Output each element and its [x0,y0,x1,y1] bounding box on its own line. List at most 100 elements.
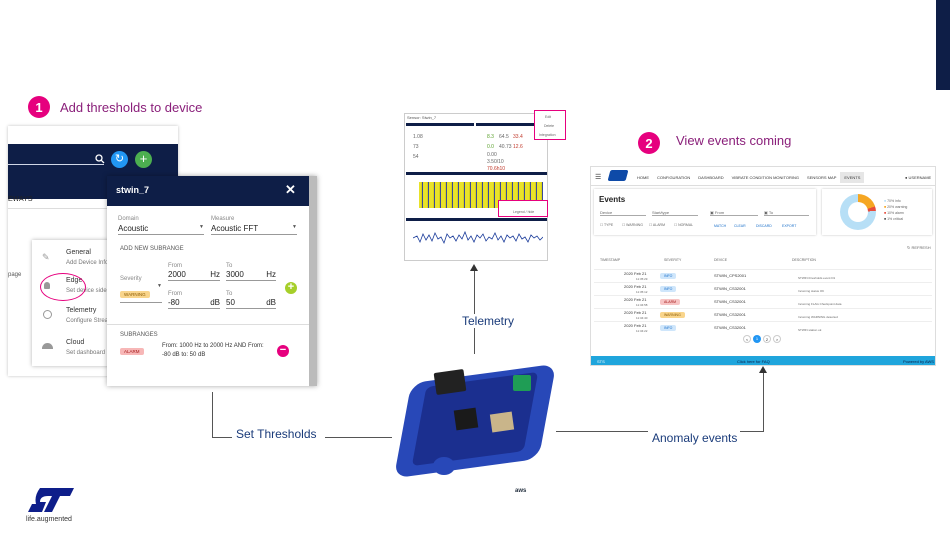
discard-button[interactable]: DISCARD [756,224,772,228]
device-connector [433,369,467,395]
nav-events[interactable]: EVENTS [840,172,865,183]
measure-label: Measure [211,216,235,222]
row-description: STWIN station ok [798,328,822,332]
to-date-label: To [768,210,774,215]
nav-dashboard[interactable]: DASHBOARD [698,175,724,180]
to-date-filter[interactable]: ▣ To [764,210,809,216]
type-checkbox[interactable]: ☐ TYPE [600,223,613,227]
header-divider [591,185,935,186]
page-prev[interactable]: < [743,335,751,343]
severity-label: Severity [120,276,142,282]
dialog-scrollbar[interactable] [309,176,317,386]
subranges-label: SUBRANGES [120,332,158,338]
row-date: 2020 Feb 21 [624,310,647,315]
row-date: 2020 Feb 21 [624,284,647,289]
nav-sensors-map[interactable]: SENSORS MAP [807,175,837,180]
severity-chip: WARNING [660,312,685,318]
nav-home[interactable]: HOME [637,175,649,180]
st-logo-small[interactable] [607,170,629,181]
menu-item-cloud[interactable]: Cloud Set dashboard [32,336,110,362]
telemetry-right-header [476,123,546,126]
severity-chip: WARNING [120,291,150,298]
threshold-connector-h1 [212,437,232,438]
row-date: 2020 Feb 21 [624,297,647,302]
menu-item-delete[interactable]: Delete [544,124,555,128]
add-subrange-button[interactable]: + [285,282,297,294]
footer-mid[interactable]: Click here for FAQ [737,359,770,364]
row-time: 11:34:40 [636,316,648,320]
threshold-connector-h2 [325,437,392,438]
chevron-down-icon: ▼ [292,224,297,230]
telemetry-title: Sensor: Stwin_7 [407,115,437,120]
top-right-bar [936,0,950,90]
table-row[interactable]: 2020 Feb 21 11:35:12 INFO STWIN_CS32001 … [594,282,932,295]
menu-item-general[interactable]: ✎ General Add Device Info [32,246,110,272]
device-module [489,411,515,433]
refresh-button[interactable]: ↻ [111,151,128,168]
anomaly-events-caption: Anomaly events [652,431,738,445]
menu-icon[interactable]: ☰ [595,174,602,181]
telemetry-value: 40.73 [499,144,512,150]
row-description: STWIN thresholds event D1 [798,276,836,280]
gateways-tab[interactable]: EWAYS [8,196,33,203]
nav-vibration[interactable]: VIBRATE CONDITION MONITORING [731,175,800,180]
telemetry-value: 73 [413,144,419,150]
row-date: 2020 Feb 21 [624,323,647,328]
type-filter[interactable]: Start/type [652,210,698,216]
from-date-filter[interactable]: ▣ From [710,210,758,216]
nav-configuration[interactable]: CONFIGURATION [657,175,691,180]
table-row[interactable]: 2020 Feb 21 11:34:40 WARNING STWIN_CS320… [594,308,932,321]
search-icon[interactable] [95,154,105,164]
close-icon[interactable]: ✕ [285,182,296,197]
normal-checkbox[interactable]: ☐ NORMAL [674,223,693,227]
page-2[interactable]: 2 [763,335,771,343]
refresh-label: REFRESH [911,245,931,250]
events-table: TIMESTAMP SEVERITY DEVICE DESCRIPTION 20… [594,255,932,343]
tab-underline [8,208,178,209]
menu-item-edit[interactable]: Edit [545,115,552,119]
menu-item-title: General [66,249,91,256]
remove-subrange-button[interactable]: − [277,345,289,357]
page-1[interactable]: 1 [753,335,761,343]
telemetry-connector [474,270,475,354]
legend-popup-text[interactable]: Legend / hide [513,210,535,214]
dialog-title: stwin_7 [116,185,150,195]
add-button[interactable]: + [135,151,152,168]
menu-item-integration[interactable]: Integration [539,133,556,137]
severity-chip: INFO [660,286,677,292]
export-button[interactable]: EXPORT [782,224,797,228]
warning-checkbox[interactable]: ☐ WARNING [622,223,643,227]
menu-item-title: Telemetry [66,307,97,314]
clear-button[interactable]: CLEAR [734,224,746,228]
match-button[interactable]: MATCH [714,224,727,228]
telemetry-value: 3.50/10 [487,159,504,165]
calendar-icon: ▣ [710,210,715,215]
table-row[interactable]: 2020 Feb 21 11:34:22 INFO STWIN_CS32001 … [594,321,932,334]
refresh-link[interactable]: ↻ REFRESH [907,245,931,250]
menu-item-subtitle: Add Device Info [66,260,109,266]
page-next[interactable]: > [773,335,781,343]
user-menu[interactable]: ● USERNAME [905,175,931,180]
severity-select[interactable]: WARNING ▼ [120,283,162,303]
checkbox-icon: ☐ [600,223,605,227]
threshold-connector-v [212,392,213,437]
row-time: 11:35:29 [636,277,648,281]
th-severity: SEVERITY [664,258,682,262]
row-description: Incoming WARNING detected [798,315,838,319]
device-filter[interactable]: Device [600,210,646,216]
measure-select[interactable]: Acoustic FFT▼ [211,224,297,235]
table-row[interactable]: 2020 Feb 21 11:34:58 ALARM STWIN_CS32001… [594,295,932,308]
table-row[interactable]: 2020 Feb 21 11:35:29 INFO STWIN_CPS2001 … [594,269,932,282]
row-device: STWIN_CS32001 [714,286,746,291]
menu-item-telemetry[interactable]: Telemetry Configure Streaming [32,304,121,330]
from-date-label: From [714,210,725,215]
domain-select[interactable]: Acoustic▼ [118,224,204,235]
telemetry-value: 0.0 [487,144,494,150]
checkbox-label: ALARM [652,223,665,227]
alarm-checkbox[interactable]: ☐ ALARM [649,223,665,227]
severity-chip: INFO [660,325,677,331]
